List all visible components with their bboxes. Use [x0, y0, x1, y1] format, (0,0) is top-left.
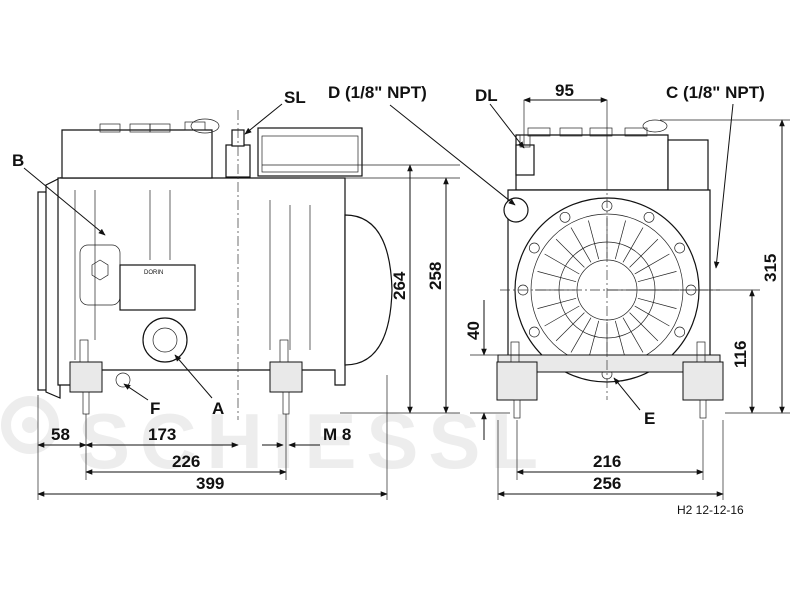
side-view-dimensions: 264 258 58 173 M 8 226 399: [37, 164, 460, 500]
flange-bolt: [559, 211, 571, 223]
label-f: F: [150, 399, 160, 418]
dim-116: 116: [731, 341, 750, 368]
side-view: DORIN: [37, 110, 393, 420]
flange-fin: [537, 297, 577, 309]
flange-fin: [588, 320, 600, 360]
logo-text: DORIN: [144, 270, 163, 276]
flange-fin: [555, 312, 585, 342]
dim-256: 256: [593, 474, 621, 493]
dim-315: 315: [761, 254, 780, 282]
flange-bolt: [643, 211, 655, 223]
flange-bolt: [528, 242, 540, 254]
label-a: A: [212, 399, 224, 418]
dim-399: 399: [196, 474, 224, 493]
drawing-code: H2 12-12-16: [677, 503, 744, 517]
label-sl: SL: [284, 88, 306, 107]
dim-40: 40: [464, 321, 483, 340]
end-view-dimensions: 95 40 315 116 216 256: [464, 81, 790, 500]
flange-fin: [629, 238, 659, 268]
flange-fin: [544, 305, 580, 327]
flange-fin: [637, 271, 677, 283]
flange-fin: [622, 317, 644, 353]
flange-fin: [622, 227, 644, 263]
dim-95: 95: [555, 81, 574, 100]
dim-216: 216: [593, 452, 621, 471]
flange-fin: [555, 238, 585, 268]
flange-fin: [588, 220, 600, 260]
label-c: C (1/8" NPT): [666, 83, 765, 102]
side-view-callouts: SL B F A: [12, 88, 306, 418]
flange-fin: [629, 312, 659, 342]
flange-bolt: [674, 242, 686, 254]
label-dl: DL: [475, 86, 498, 105]
end-view-callouts: D (1/8" NPT) DL C (1/8" NPT) E: [328, 83, 765, 428]
label-b: B: [12, 151, 24, 170]
dim-58: 58: [51, 425, 70, 444]
dim-226: 226: [172, 452, 200, 471]
dim-173: 173: [148, 425, 176, 444]
dim-264: 264: [390, 271, 409, 300]
dim-258: 258: [426, 262, 445, 290]
end-view: [496, 119, 724, 419]
flange-fin: [637, 297, 677, 309]
label-d: D (1/8" NPT): [328, 83, 427, 102]
flange-fin: [544, 253, 580, 275]
flange-bolt: [528, 326, 540, 338]
flange-fin: [614, 220, 626, 260]
label-e: E: [644, 409, 655, 428]
flange-fin: [537, 271, 577, 283]
flange-fin: [570, 227, 592, 263]
flange-fin: [634, 305, 670, 327]
flange-fin: [634, 253, 670, 275]
flange-fin: [614, 320, 626, 360]
dim-m8: M 8: [323, 425, 351, 444]
flange-fin: [570, 317, 592, 353]
flange-bolt: [674, 326, 686, 338]
